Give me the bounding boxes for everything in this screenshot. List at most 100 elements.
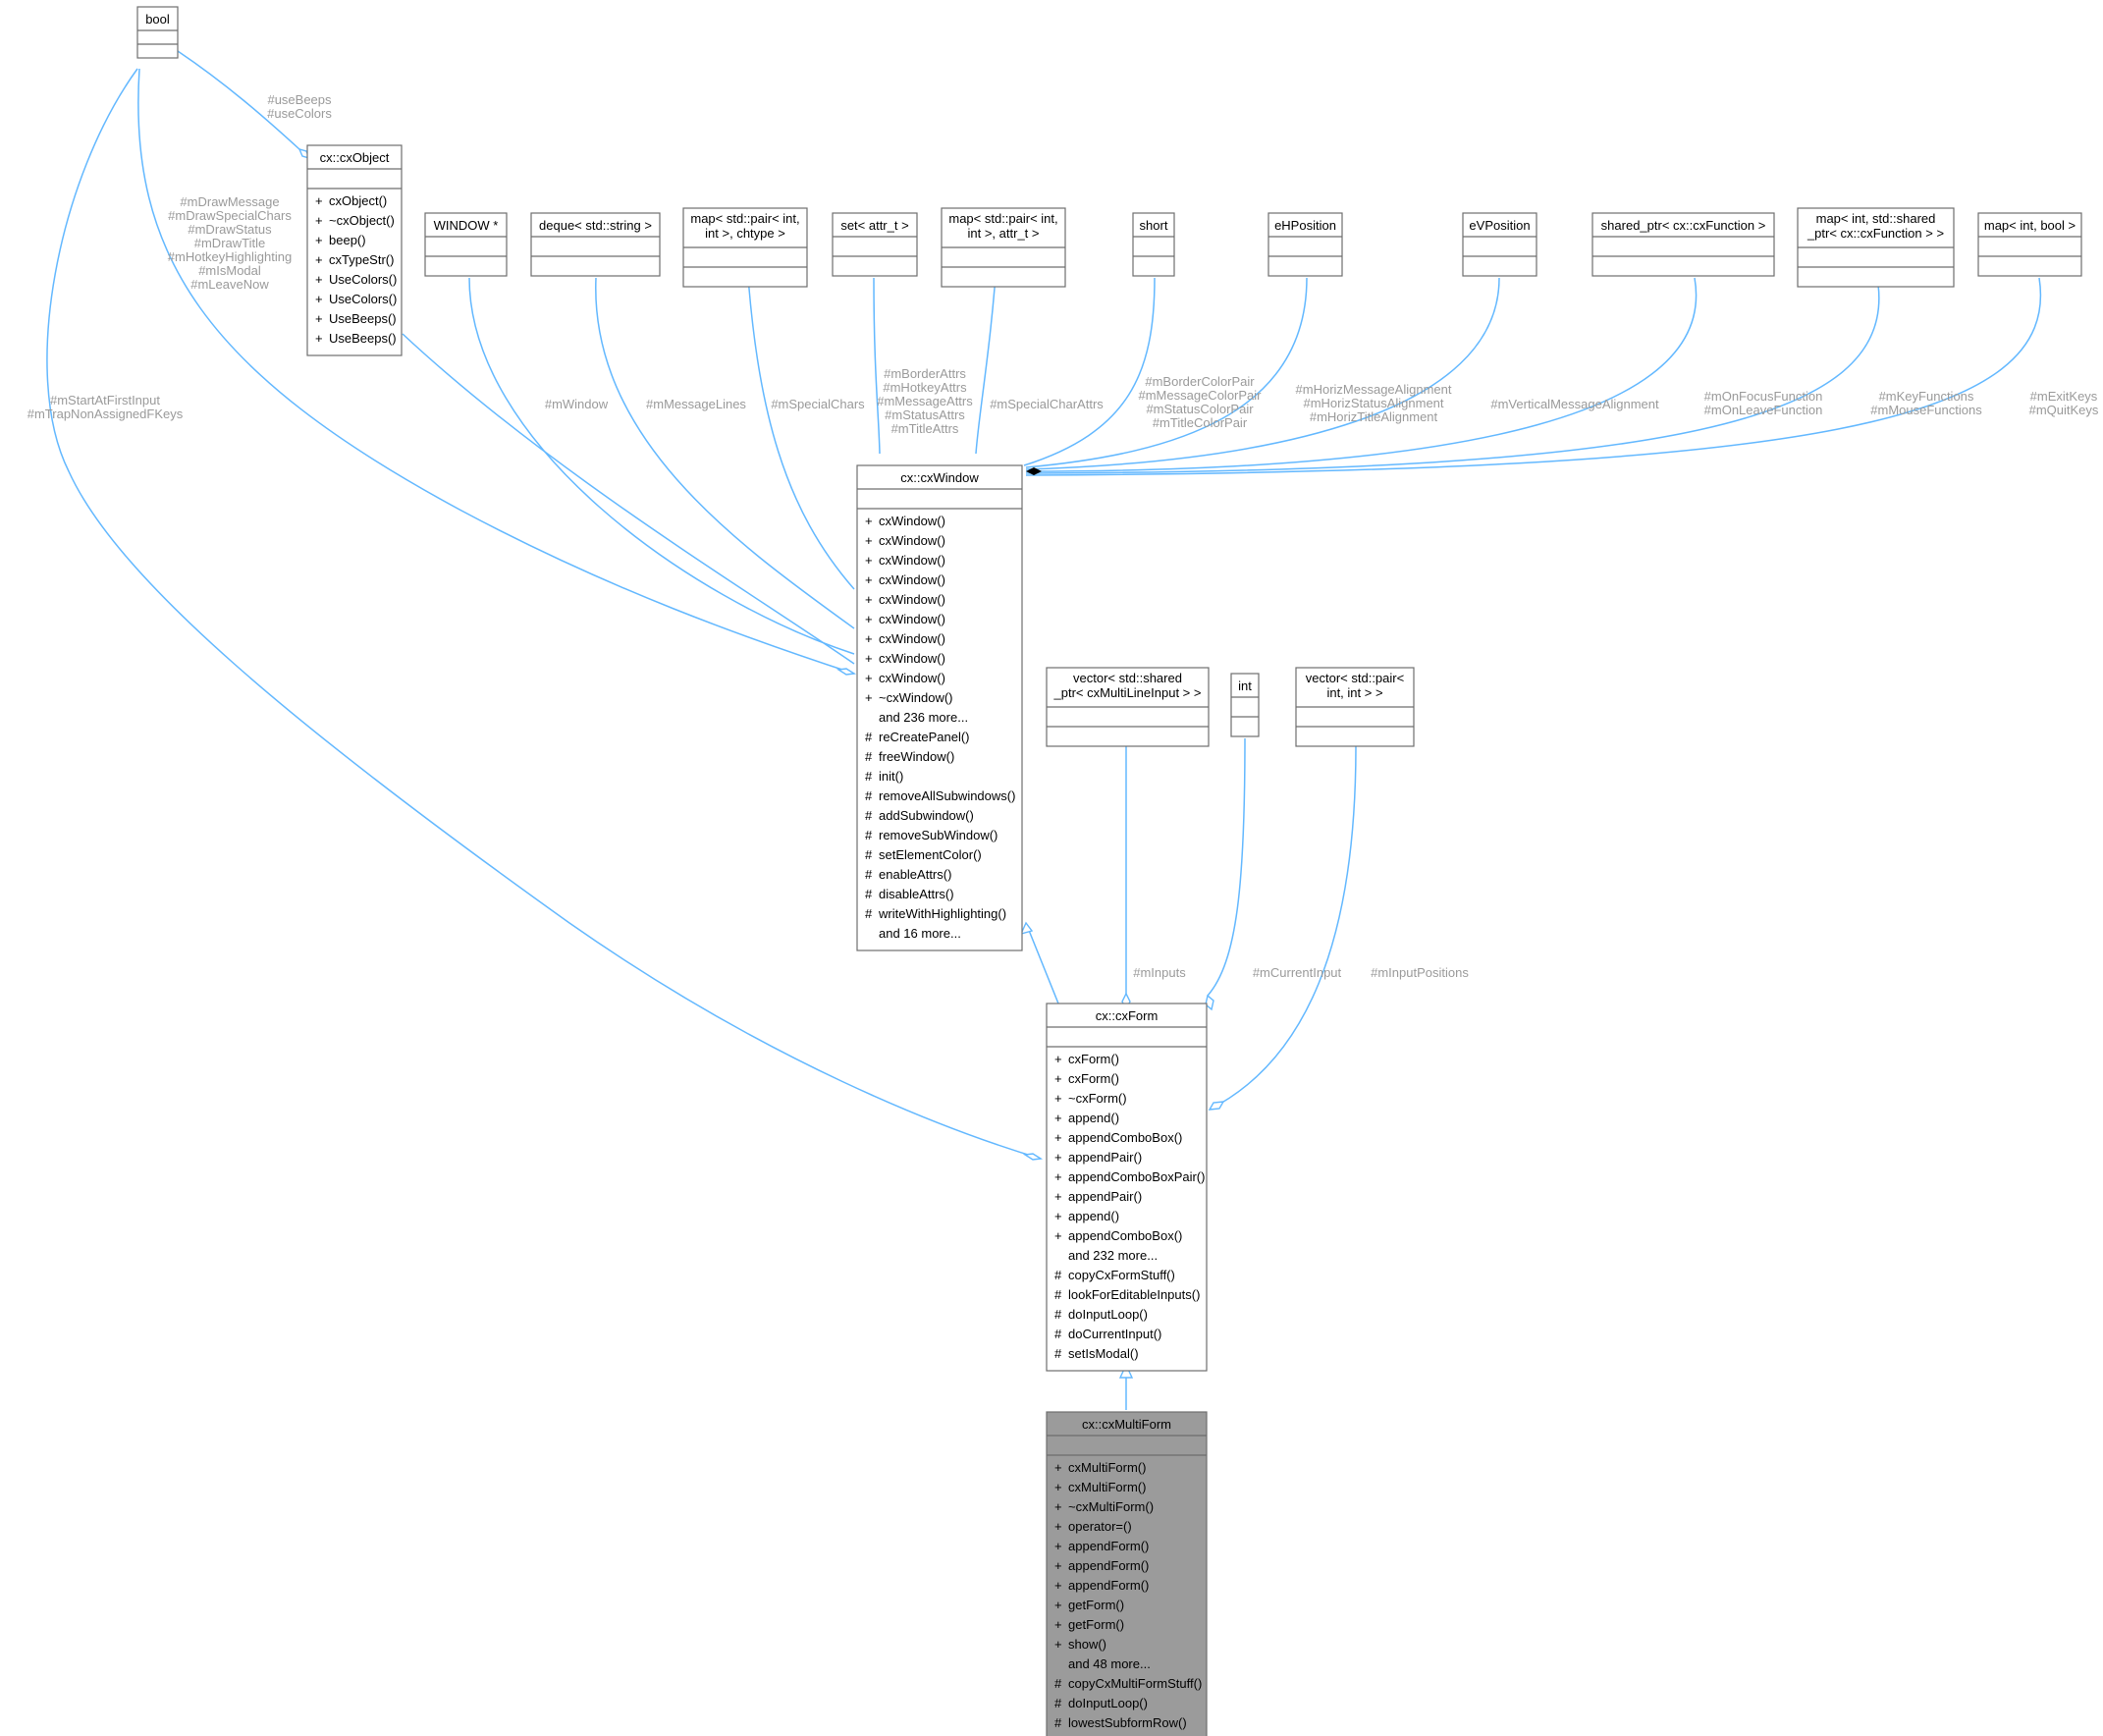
class-box-deque-string[interactable]: deque< std::string > (530, 212, 661, 277)
class-box-map-pair-chtype[interactable]: map< std::pair< int,int >, chtype > (682, 207, 808, 288)
edge-vector-multiline (1121, 746, 1131, 1011)
class-box-evposition[interactable]: eVPosition (1462, 212, 1537, 277)
edge-label: #useColors (267, 106, 332, 121)
class-box-window-ptr[interactable]: WINDOW * (424, 212, 508, 277)
class-title: WINDOW * (434, 218, 499, 233)
class-box-short[interactable]: short (1132, 212, 1175, 277)
edge-vector-pair (1208, 745, 1357, 1111)
member-visibility: + (1054, 1558, 1062, 1573)
class-box-vector-multiline[interactable]: vector< std::shared_ptr< cxMultiLineInpu… (1046, 667, 1210, 747)
class-box-ehposition[interactable]: eHPosition (1267, 212, 1343, 277)
class-box-cxform[interactable]: cx::cxForm+cxForm()+cxForm()+~cxForm()+a… (1046, 1003, 1208, 1372)
class-box-bool[interactable]: bool (136, 6, 179, 59)
member-visibility: # (865, 730, 873, 744)
edge-label: #mSpecialChars (771, 397, 865, 411)
member-visibility: + (315, 233, 323, 247)
member-name: cxForm() (1068, 1052, 1119, 1066)
edge-label: #mDrawSpecialChars (168, 208, 292, 223)
member-visibility: # (865, 867, 873, 882)
member-visibility: # (1054, 1327, 1062, 1341)
member-name: appendForm() (1068, 1539, 1149, 1553)
member-visibility: + (1054, 1091, 1062, 1106)
class-box-frame (832, 212, 918, 277)
class-title: int (1238, 678, 1252, 693)
member-visibility: + (315, 311, 323, 326)
edge-label: #mOnFocusFunction (1704, 389, 1823, 404)
member-name: UseColors() (329, 272, 397, 287)
class-box-frame (1230, 673, 1260, 737)
edge-label: #mDrawStatus (188, 222, 272, 237)
edge-label: #mMessageLines (646, 397, 746, 411)
class-box-int[interactable]: int (1230, 673, 1260, 737)
member-visibility: + (315, 193, 323, 208)
edge-label: #mStatusColorPair (1146, 402, 1254, 416)
edge-label: #mQuitKeys (2029, 403, 2099, 417)
edge-label: #mHorizMessageAlignment (1296, 382, 1452, 397)
edge-label: #mHorizTitleAlignment (1310, 409, 1438, 424)
edge-label: #mCurrentInput (1253, 965, 1342, 980)
class-box-cxmultiform[interactable]: cx::cxMultiForm+cxMultiForm()+cxMultiFor… (1046, 1411, 1208, 1736)
class-title: vector< std::pair< (1306, 671, 1404, 685)
class-title: int >, chtype > (705, 226, 785, 241)
member-visibility: + (865, 592, 873, 607)
member-name: cxWindow() (879, 631, 945, 646)
class-box-frame (1591, 212, 1775, 277)
class-box-cxwindow[interactable]: cx::cxWindow+cxWindow()+cxWindow()+cxWin… (856, 464, 1023, 951)
member-name: ~cxMultiForm() (1068, 1499, 1154, 1514)
edge-label: #mTitleColorPair (1153, 415, 1248, 430)
class-box-cxobject[interactable]: cx::cxObject+cxObject()+~cxObject()+beep… (306, 144, 403, 356)
member-name: copyCxFormStuff() (1068, 1268, 1175, 1282)
class-box-frame (1132, 212, 1175, 277)
member-name: appendPair() (1068, 1189, 1142, 1204)
member-name: ~cxForm() (1068, 1091, 1127, 1106)
class-title: eHPosition (1274, 218, 1336, 233)
member-name: copyCxMultiFormStuff() (1068, 1676, 1202, 1691)
member-visibility: + (865, 631, 873, 646)
class-title: map< int, std::shared (1816, 211, 1936, 226)
class-box-frame (856, 464, 1023, 951)
member-visibility: # (1054, 1676, 1062, 1691)
class-box-frame (1046, 1003, 1208, 1372)
class-box-shared-ptr-fn[interactable]: shared_ptr< cx::cxFunction > (1591, 212, 1775, 277)
member-name: show() (1068, 1637, 1106, 1652)
class-box-frame (306, 144, 403, 356)
edge-label: #mDrawMessage (180, 194, 279, 209)
member-visibility: + (865, 612, 873, 626)
member-name: lowestSubformRow() (1068, 1715, 1187, 1730)
class-title: _ptr< cxMultiLineInput > > (1053, 685, 1202, 700)
edge-shared-ptr-fn (1025, 277, 1698, 472)
member-visibility: + (1054, 1111, 1062, 1125)
member-name: beep() (329, 233, 366, 247)
member-visibility: + (315, 252, 323, 267)
member-visibility: + (1054, 1071, 1062, 1086)
member-name: append() (1068, 1209, 1119, 1223)
member-visibility: + (1054, 1169, 1062, 1184)
member-name: removeSubWindow() (879, 828, 998, 842)
edges (46, 50, 2042, 1410)
class-box-map-int-sharedfn[interactable]: map< int, std::shared_ptr< cx::cxFunctio… (1797, 207, 1955, 288)
member-name: cxObject() (329, 193, 387, 208)
class-box-map-int-bool[interactable]: map< int, bool > (1977, 212, 2082, 277)
class-box-frame (530, 212, 661, 277)
edge-label: #mMessageAttrs (877, 394, 973, 408)
member-name: cxForm() (1068, 1071, 1119, 1086)
member-visibility: + (1054, 1480, 1062, 1494)
edge-label: #mDrawTitle (194, 236, 265, 250)
member-visibility: + (1054, 1189, 1062, 1204)
class-title: int, int > > (1326, 685, 1382, 700)
class-box-set-attr[interactable]: set< attr_t > (832, 212, 918, 277)
class-box-map-pair-attr[interactable]: map< std::pair< int,int >, attr_t > (941, 207, 1066, 288)
class-title: cx::cxForm (1096, 1008, 1159, 1023)
class-box-frame (1267, 212, 1343, 277)
class-box-vector-pair[interactable]: vector< std::pair<int, int > > (1295, 667, 1415, 747)
member-visibility: # (1054, 1696, 1062, 1710)
class-box-frame (136, 6, 179, 59)
edge-bool-cxwindow (137, 68, 857, 676)
edge-label: #mKeyFunctions (1879, 389, 1974, 404)
class-title: set< attr_t > (840, 218, 908, 233)
edge-label: #mVerticalMessageAlignment (1490, 397, 1659, 411)
member-name: cxWindow() (879, 553, 945, 568)
edge-short (1023, 277, 1156, 466)
member-visibility: + (865, 514, 873, 528)
